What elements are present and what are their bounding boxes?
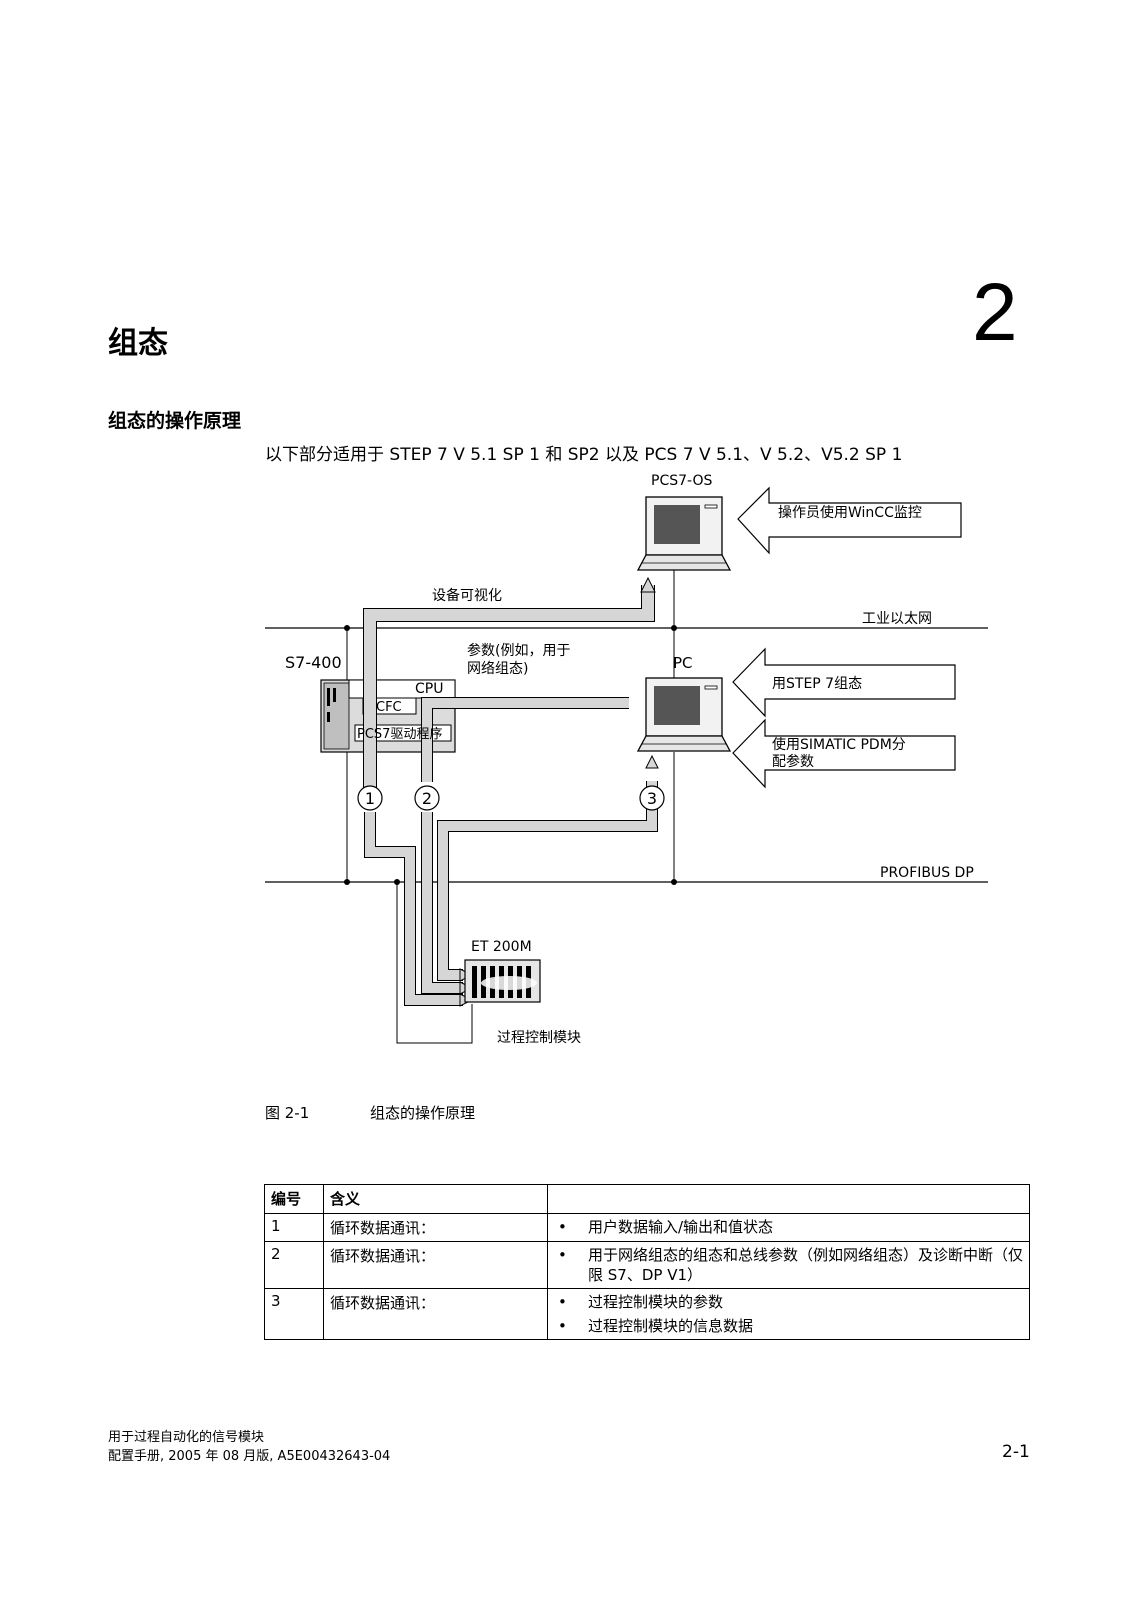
- row-type: 循环数据通讯：: [323, 1241, 548, 1289]
- driver-label: PCS7驱动程序: [357, 727, 442, 742]
- et200m-bus-link: [396, 882, 473, 1044]
- junction-dot: [344, 625, 350, 631]
- header-meaning: 含义: [323, 1184, 548, 1214]
- intro-text: 以下部分适用于 STEP 7 V 5.1 SP 1 和 SP2 以及 PCS 7…: [265, 445, 903, 465]
- chapter-title: 组态: [108, 326, 168, 361]
- device-visual-label: 设备可视化: [432, 587, 502, 604]
- row-detail: 过程控制模块的参数 过程控制模块的信息数据: [547, 1288, 1030, 1340]
- step7-note: 用STEP 7组态: [772, 676, 862, 692]
- junction-dot: [344, 879, 350, 885]
- table-row: 2 循环数据通讯： 用于网络组态的组态和总线参数（例如网络组态）及诊断中断（仅限…: [264, 1241, 1030, 1289]
- table-row: 3 循环数据通讯： 过程控制模块的参数 过程控制模块的信息数据: [264, 1288, 1030, 1340]
- marker-2: [414, 785, 440, 811]
- row-detail: 用于网络组态的组态和总线参数（例如网络组态）及诊断中断（仅限 S7、DP V1）: [547, 1241, 1030, 1289]
- et200m-module-icon: [464, 959, 541, 1003]
- junction-dot: [671, 625, 677, 631]
- pc-label: PC: [673, 654, 693, 672]
- junction-dot: [671, 879, 677, 885]
- industrial-ethernet-label: 工业以太网: [862, 611, 932, 627]
- marker-1-label: 1: [365, 789, 375, 808]
- marker-1: [357, 785, 383, 811]
- footer-edition: 配置手册, 2005 年 08 月版, A5E00432643-04: [108, 1449, 391, 1464]
- header-number: 编号: [264, 1184, 324, 1214]
- pdm-callout: [732, 718, 956, 789]
- row-number: 2: [264, 1241, 324, 1289]
- pdm-note-line2: 配参数: [772, 753, 814, 770]
- cpu-label: CPU: [415, 681, 443, 697]
- pc-computer-icon: [636, 677, 732, 752]
- table-row: 1 循环数据通讯： 用户数据输入/输出和值状态: [264, 1213, 1030, 1242]
- figure-label: 图 2-1: [265, 1104, 310, 1122]
- figure-caption: 组态的操作原理: [370, 1104, 476, 1122]
- row-type: 循环数据通讯：: [323, 1213, 548, 1242]
- pcs7-os-computer-icon: [636, 496, 732, 571]
- cfc-label: CFC: [376, 700, 402, 715]
- operator-callout: [737, 486, 962, 555]
- header-detail: [547, 1184, 1030, 1214]
- page-number: 2-1: [1002, 1442, 1030, 1462]
- chapter-number: 2: [972, 267, 1018, 358]
- params-label-line2: 网络组态): [467, 661, 528, 677]
- marker-3-label: 3: [647, 789, 657, 808]
- list-item: 用户数据输入/输出和值状态: [554, 1217, 1023, 1237]
- pcs7-os-label: PCS7-OS: [651, 473, 712, 489]
- table-header-row: 编号 含义: [264, 1184, 1030, 1214]
- marker-2-label: 2: [422, 789, 432, 808]
- list-item: 过程控制模块的信息数据: [554, 1316, 1023, 1336]
- module-label: 过程控制模块: [497, 1030, 581, 1046]
- step7-callout: [732, 647, 956, 718]
- profibus-label: PROFIBUS DP: [880, 865, 974, 881]
- pdm-note-line1: 使用SIMATIC PDM分: [772, 736, 906, 753]
- row-type: 循环数据通讯：: [323, 1288, 548, 1340]
- section-title: 组态的操作原理: [108, 410, 242, 432]
- row-number: 3: [264, 1288, 324, 1340]
- s7-400-label: S7-400: [285, 653, 342, 672]
- footer-title: 用于过程自动化的信号模块: [108, 1430, 265, 1445]
- marker-3: [639, 785, 665, 811]
- row-detail: 用户数据输入/输出和值状态: [547, 1213, 1030, 1242]
- list-item: 过程控制模块的参数: [554, 1292, 1023, 1312]
- list-item: 用于网络组态的组态和总线参数（例如网络组态）及诊断中断（仅限 S7、DP V1）: [554, 1245, 1023, 1285]
- et200m-label: ET 200M: [471, 939, 532, 955]
- operator-note: 操作员使用WinCC监控: [778, 504, 922, 521]
- params-label-line1: 参数(例如，用于: [467, 642, 570, 659]
- params-flow-pipe: [421, 697, 629, 782]
- legend-table: 编号 含义 1 循环数据通讯： 用户数据输入/输出和值状态 2 循环数据通讯： …: [264, 1184, 1030, 1340]
- row-number: 1: [264, 1213, 324, 1242]
